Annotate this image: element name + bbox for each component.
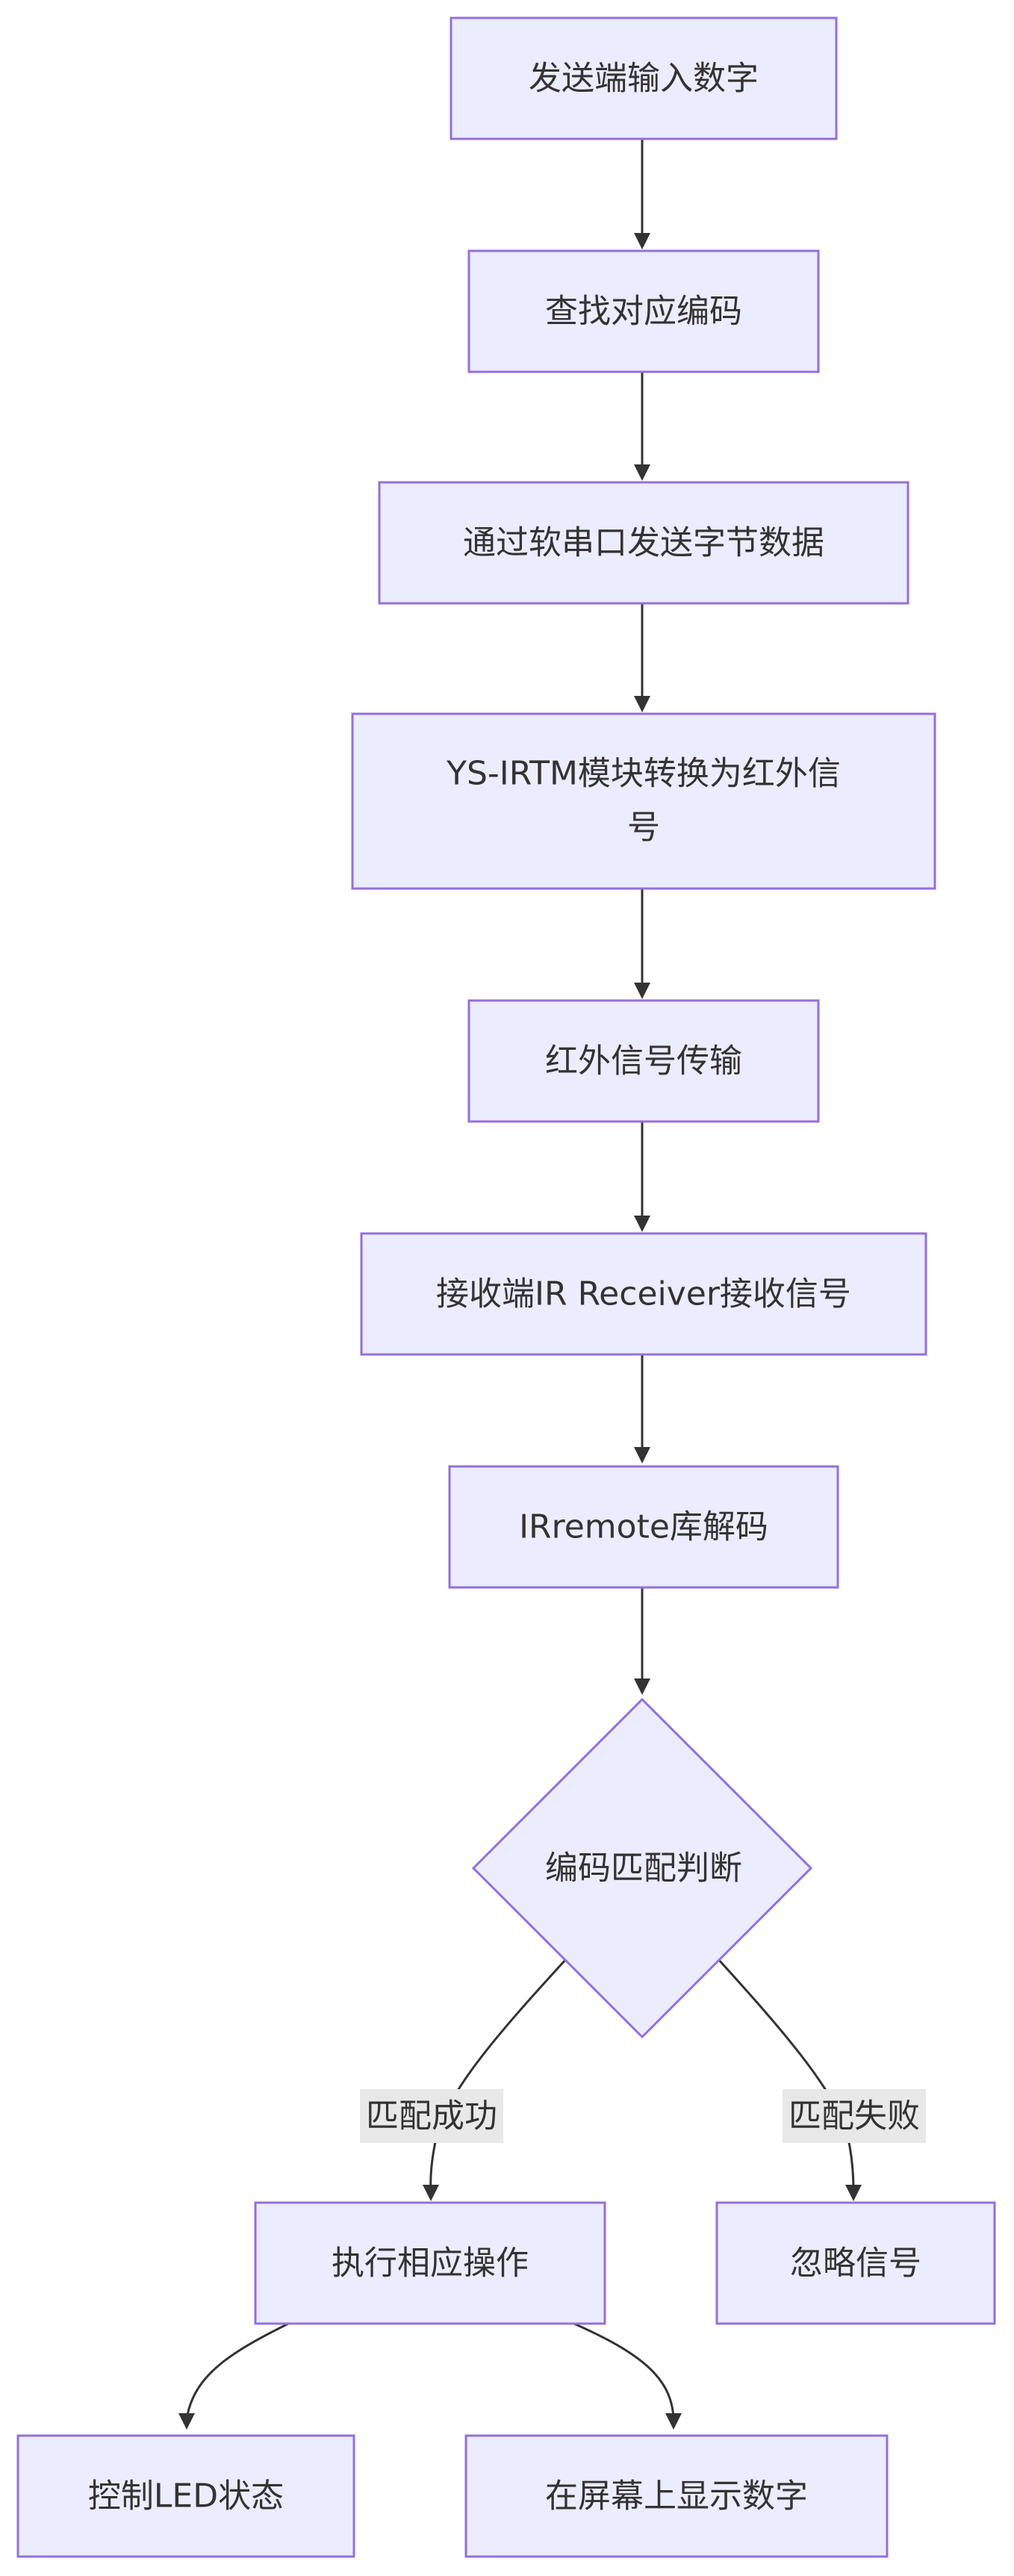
- node-ignore-label: 忽略信号: [790, 2244, 921, 2283]
- node-lookup-label: 查找对应编码: [545, 293, 742, 331]
- node-transmit-box: [467, 999, 820, 1123]
- node-match: 编码匹配判断: [471, 1697, 813, 2039]
- arrowheads: [178, 233, 862, 2430]
- node-serial: 通过软串口发送字节数据: [378, 481, 909, 605]
- edge-label-success-bg: [360, 2089, 503, 2143]
- arrowhead-led: [178, 2413, 195, 2430]
- node-decode-box: [448, 1465, 839, 1589]
- edge-execute-led: [185, 2316, 301, 2420]
- arrowhead-display: [665, 2413, 682, 2430]
- node-transmit-label: 红外信号传输: [545, 1042, 742, 1080]
- edge-label-fail-text: 匹配失败: [789, 2097, 920, 2135]
- node-receiver-label: 接收端IR Receiver接收信号: [436, 1275, 851, 1313]
- arrowhead-decode: [634, 1447, 650, 1463]
- node-send-label: 发送端输入数字: [529, 60, 759, 98]
- node-execute-box: [254, 2201, 606, 2325]
- edge-label-fail-bg: [783, 2089, 926, 2143]
- edge-label-fail: 匹配失败: [783, 2089, 926, 2143]
- arrowhead-transmit: [634, 983, 650, 999]
- edge-match-execute: [429, 1958, 567, 2192]
- edge-execute-display: [559, 2316, 675, 2420]
- node-display: 在屏幕上显示数字: [464, 2434, 889, 2558]
- arrowhead-ysirtm: [634, 696, 650, 712]
- node-lookup: 查找对应编码: [467, 249, 820, 373]
- arrowhead-ignore: [845, 2185, 862, 2201]
- node-ysirtm-label-line1: YS-IRTM模块转换为红外信: [446, 755, 841, 793]
- node-serial-box: [378, 481, 909, 605]
- node-match-label: 编码匹配判断: [545, 1849, 742, 1888]
- edge-match-ignore: [717, 1958, 855, 2192]
- node-decode: IRremote库解码: [448, 1465, 839, 1589]
- node-ysirtm-box: [351, 712, 936, 890]
- node-send: 发送端输入数字: [450, 16, 838, 140]
- node-ignore-box: [715, 2201, 996, 2325]
- arrowhead-receiver: [634, 1216, 650, 1232]
- arrowhead-serial: [634, 464, 650, 481]
- arrowhead-match: [634, 1679, 650, 1695]
- node-lookup-box: [467, 249, 820, 373]
- arrowhead-lookup: [634, 233, 650, 249]
- edge-label-success-text: 匹配成功: [366, 2097, 497, 2135]
- node-receiver: 接收端IR Receiver接收信号: [360, 1232, 927, 1356]
- node-ignore: 忽略信号: [715, 2201, 996, 2325]
- node-led-box: [16, 2434, 355, 2558]
- node-display-label: 在屏幕上显示数字: [545, 2477, 808, 2516]
- node-decode-label: IRremote库解码: [519, 1508, 768, 1546]
- node-ysirtm: YS-IRTM模块转换为红外信 号: [351, 712, 936, 890]
- node-transmit: 红外信号传输: [467, 999, 820, 1123]
- node-serial-label: 通过软串口发送字节数据: [463, 524, 824, 562]
- node-ysirtm-label-line2: 号: [627, 809, 660, 847]
- node-execute: 执行相应操作: [254, 2201, 606, 2325]
- node-send-box: [450, 16, 838, 140]
- node-led-label: 控制LED状态: [88, 2477, 284, 2516]
- node-display-box: [464, 2434, 889, 2558]
- edge-label-success: 匹配成功: [360, 2089, 503, 2143]
- node-receiver-box: [360, 1232, 927, 1356]
- node-execute-label: 执行相应操作: [332, 2244, 529, 2283]
- node-match-diamond: [471, 1697, 813, 2039]
- node-led: 控制LED状态: [16, 2434, 355, 2558]
- arrowhead-execute: [423, 2185, 439, 2201]
